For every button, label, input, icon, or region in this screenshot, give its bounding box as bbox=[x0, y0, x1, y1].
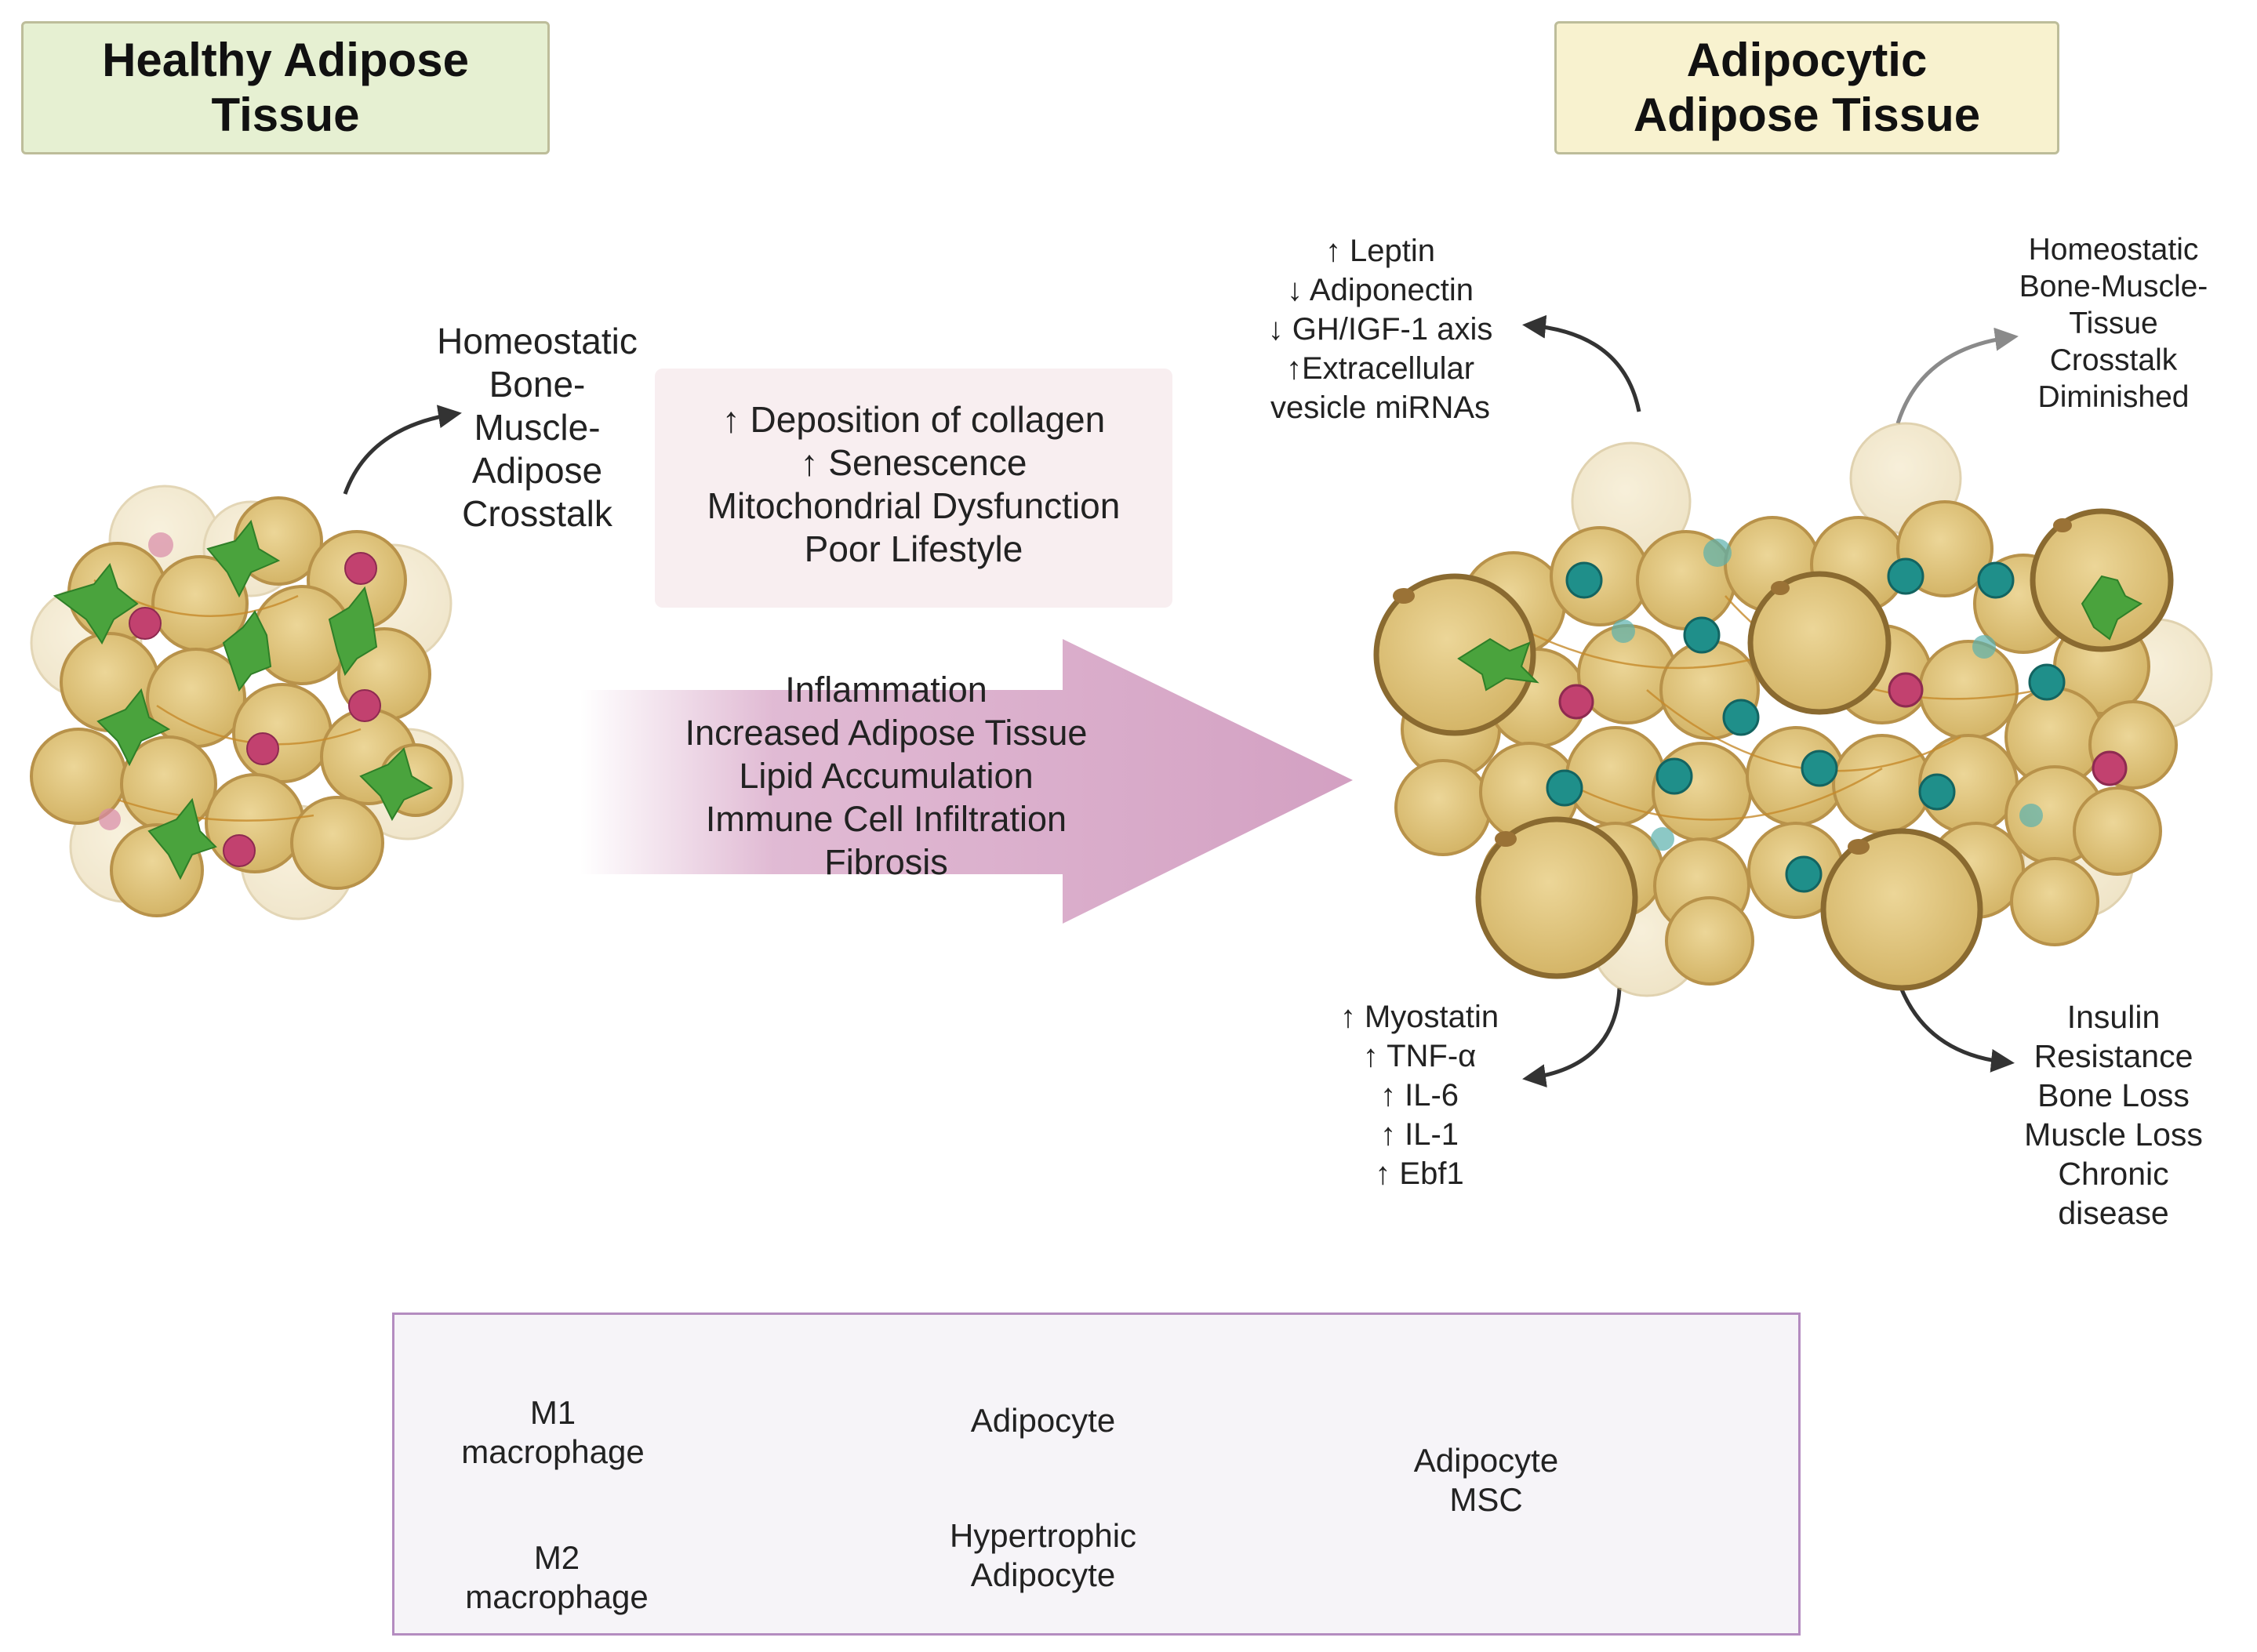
factors-text: ↑ Deposition of collagen ↑ Senescence Mi… bbox=[707, 399, 1121, 569]
adipocytic-title: Adipocytic Adipose Tissue bbox=[1633, 34, 1981, 141]
healthy-tissue-cluster bbox=[30, 485, 464, 920]
legend-hypertrophic-label: Hypertrophic Adipocyte bbox=[949, 1517, 1137, 1593]
diminished-crosstalk-text: Homeostatic Bone-Muscle- Tissue Crosstal… bbox=[2019, 233, 2208, 414]
progression-arrow bbox=[580, 639, 1353, 924]
healthy-crosstalk-text: Homeostatic Bone- Muscle- Adipose Crosst… bbox=[437, 321, 638, 534]
legend-msc-label: Adipocyte MSC bbox=[1413, 1442, 1559, 1518]
adipokines-text: ↑ Leptin ↓ Adiponectin ↓ GH/IGF-1 axis ↑… bbox=[1267, 234, 1493, 425]
adipocytic-title-box: Adipocytic Adipose Tissue bbox=[1554, 21, 2059, 154]
diminished-arrow bbox=[1895, 327, 2019, 424]
legend-box bbox=[392, 1313, 1801, 1636]
outcomes-arrow bbox=[1899, 989, 2015, 1073]
legend-m1-label: M1 macrophage bbox=[461, 1394, 645, 1470]
arrow-text: Inflammation Increased Adipose Tissue Li… bbox=[685, 670, 1088, 882]
cytokines-arrow bbox=[1522, 987, 1622, 1088]
outcomes-text: Insulin Resistance Bone Loss Muscle Loss… bbox=[2024, 999, 2203, 1231]
healthy-title-box: Healthy Adipose Tissue bbox=[21, 21, 550, 154]
legend-adipocyte-label: Adipocyte bbox=[970, 1402, 1116, 1439]
cytokines-text: ↑ Myostatin ↑ TNF-α ↑ IL-6 ↑ IL-1 ↑ Ebf1 bbox=[1339, 1000, 1499, 1191]
adipocytic-tissue-cluster bbox=[1373, 422, 2213, 997]
legend-m2-label: M2 macrophage bbox=[465, 1539, 649, 1615]
healthy-crosstalk-arrow bbox=[343, 405, 462, 495]
factors-box bbox=[655, 369, 1172, 608]
healthy-title: Healthy Adipose Tissue bbox=[102, 34, 469, 141]
adipokines-arrow bbox=[1522, 314, 1641, 412]
